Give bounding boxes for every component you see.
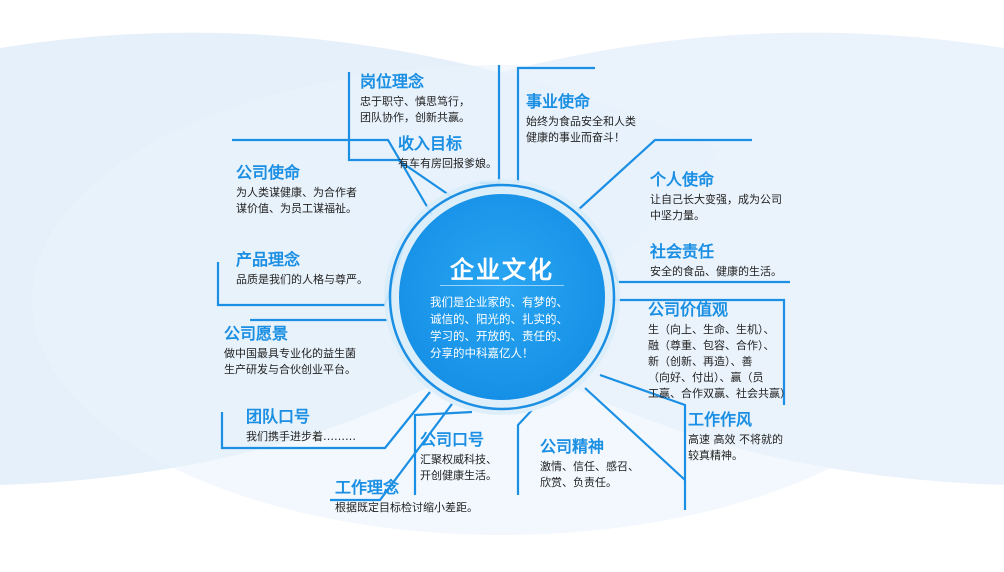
item-title: 公司价值观 (648, 300, 729, 319)
item-desc: 有车有房回报爹娘。 (398, 157, 497, 170)
item-gongsi-kouhao: 公司口号 汇聚权威科技、 开创健康生活。 (420, 430, 497, 484)
item-title: 工作理念 (335, 478, 400, 497)
item-zuofeng: 工作作风 高速 高效 不将就的 较真精神。 (688, 410, 783, 464)
item-title: 公司口号 (420, 430, 485, 449)
item-title: 团队口号 (246, 407, 311, 426)
connector-gongsi-kouhao (413, 410, 473, 495)
item-geren: 个人使命 让自己长大变强，成为公司 中坚力量。 (650, 170, 782, 224)
connector-tuandui (220, 391, 431, 450)
center-divider (440, 285, 564, 286)
item-title: 社会责任 (650, 242, 715, 261)
item-desc: 始终为食品安全和人类 健康的事业而奋斗！ (526, 115, 636, 144)
item-gangwei: 岗位理念 忠于职守、慎思笃行， 团队协作，创新共赢。 (360, 72, 470, 126)
connector-zuofeng (584, 387, 686, 481)
connector-jiazhi (612, 298, 786, 405)
connector-lines (216, 65, 790, 510)
connector-shiye (516, 66, 595, 183)
item-desc: 高速 高效 不将就的 较真精神。 (688, 433, 783, 462)
item-title: 公司愿景 (224, 324, 289, 343)
connector-jingshen (516, 409, 533, 495)
item-jingshen: 公司精神 激情、信任、感召、 欣赏、负责任。 (540, 437, 639, 491)
item-title: 岗位理念 (360, 72, 425, 91)
item-desc: 做中国最具专业化的益生菌 生产研发与合伙创业平台。 (224, 347, 356, 376)
item-gongsi-shiming: 公司使命 为人类谋健康、为合作者 谋价值、为员工谋福祉。 (236, 163, 357, 217)
hub-circle (399, 194, 605, 400)
item-desc: 忠于职守、慎思笃行， 团队协作，创新共赢。 (360, 95, 470, 124)
item-desc: 根据既定目标检讨缩小差距。 (335, 501, 478, 514)
item-title: 公司使命 (236, 163, 301, 182)
hub-ring-line (388, 183, 616, 411)
item-shehui: 社会责任 安全的食品、健康的生活。 (650, 242, 782, 280)
item-desc: 激情、信任、感召、 欣赏、负责任。 (540, 460, 639, 489)
item-desc: 品质是我们的人格与尊严。 (236, 273, 368, 286)
item-jiazhi: 公司价值观 生（向上、生命、生机）、 融（尊重、包容、合作）、 新（创新、再造）… (648, 300, 791, 402)
item-title: 收入目标 (398, 134, 463, 153)
item-desc: 让自己长大变强，成为公司 中坚力量。 (650, 193, 782, 222)
item-yuanjing: 公司愿景 做中国最具专业化的益生菌 生产研发与合伙创业平台。 (224, 324, 356, 378)
connector-gongsi-shiming (232, 138, 433, 216)
item-desc: 安全的食品、健康的生活。 (650, 265, 782, 278)
item-desc: 生（向上、生命、生机）、 融（尊重、包容、合作）、 新（创新、再造）、善 （向好… (648, 323, 791, 400)
item-desc: 为人类谋健康、为合作者 谋价值、为员工谋福祉。 (236, 186, 357, 215)
item-shiye: 事业使命 始终为食品安全和人类 健康的事业而奋斗！ (526, 92, 636, 146)
item-title: 事业使命 (526, 92, 591, 111)
center-description: 我们是企业家的、有梦的、 诚信的、阳光的、扎实的、 学习的、开放的、责任的、 分… (430, 295, 568, 360)
connector-gangwei (347, 72, 453, 198)
item-title: 公司精神 (540, 437, 605, 456)
item-title: 工作作风 (688, 410, 753, 429)
connector-gongzuo (330, 403, 453, 502)
item-tuandui: 团队口号 我们携手进步着……… (246, 407, 356, 445)
item-shouru: 收入目标 有车有房回报爹娘。 (398, 134, 497, 172)
item-title: 个人使命 (650, 170, 715, 189)
center-title: 企业文化 (450, 256, 554, 284)
item-desc: 汇聚权威科技、 开创健康生活。 (420, 453, 497, 482)
item-chanpin: 产品理念 品质是我们的人格与尊严。 (236, 250, 368, 288)
connector-zuofeng-2 (599, 373, 687, 510)
connector-geren (577, 138, 752, 211)
item-gongzuo-linian: 工作理念 根据既定目标检讨缩小差距。 (335, 478, 478, 516)
item-desc: 我们携手进步着……… (246, 430, 356, 443)
item-title: 产品理念 (236, 250, 301, 269)
